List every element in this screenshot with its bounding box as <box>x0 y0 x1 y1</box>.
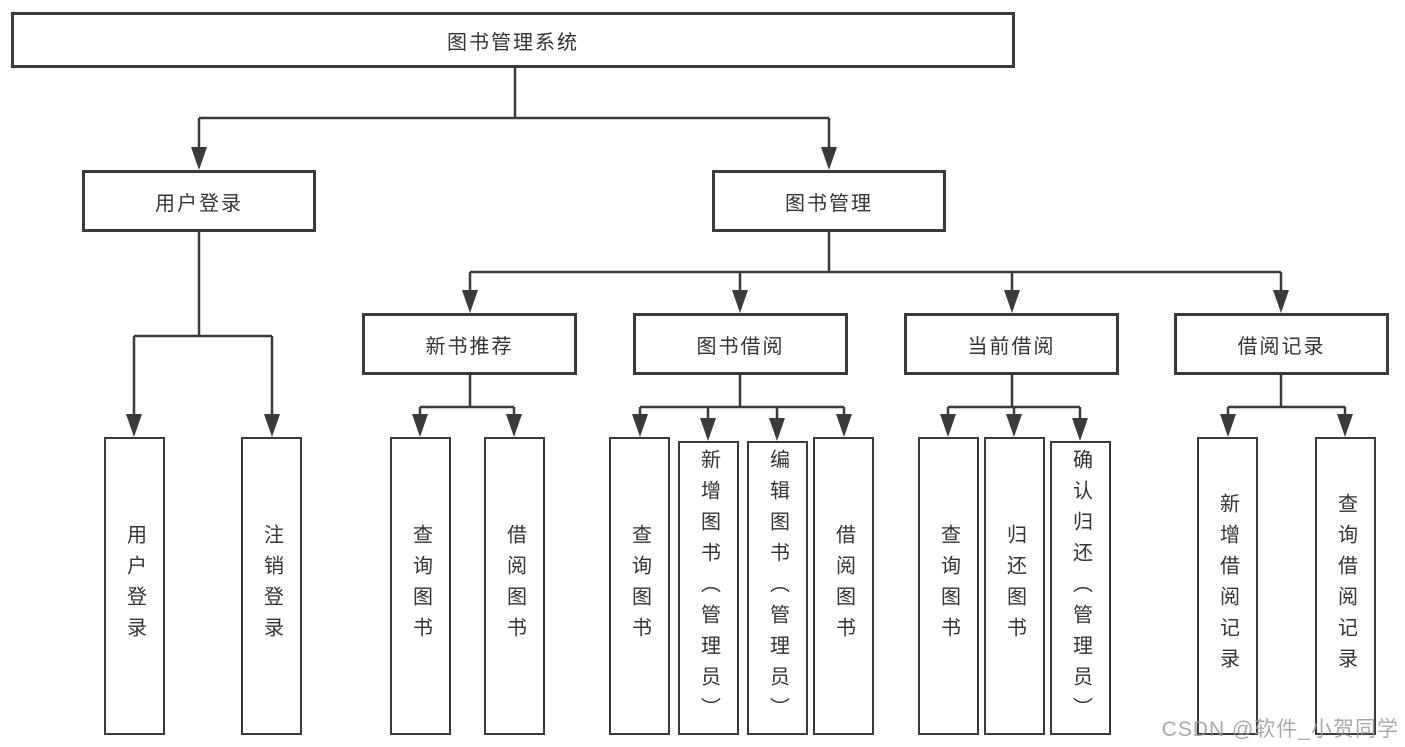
node-user-login: 用户登录 <box>82 170 316 232</box>
connector-borrow-to-leaves <box>638 375 846 419</box>
leaf-query-books-current: 查询图书 <box>918 437 979 735</box>
leaf-query-borrow-record: 查询借阅记录 <box>1315 437 1376 735</box>
leaf-user-login-label: 用户登录 <box>123 524 146 648</box>
connector-current-to-leaves <box>946 375 1082 419</box>
leaf-confirm-return-admin-label: 确认归还（管理员） <box>1069 448 1092 728</box>
leaf-borrow-books-recommend-label: 借阅图书 <box>503 524 526 648</box>
leaf-edit-book-admin: 编辑图书（管理员） <box>747 441 808 735</box>
leaf-logout-label: 注销登录 <box>260 524 283 648</box>
leaf-user-login: 用户登录 <box>104 437 165 735</box>
connector-login-to-leaves <box>132 232 274 415</box>
leaf-borrow-books-recommend: 借阅图书 <box>484 437 545 735</box>
leaf-return-book-label: 归还图书 <box>1003 524 1026 648</box>
leaf-add-book-admin-label: 新增图书（管理员） <box>697 448 720 728</box>
leaf-borrow-books-borrowing: 借阅图书 <box>813 437 874 735</box>
leaf-add-borrow-record: 新增借阅记录 <box>1197 437 1258 735</box>
node-borrowing-records: 借阅记录 <box>1174 313 1389 375</box>
leaf-borrow-books-borrowing-label: 借阅图书 <box>832 524 855 648</box>
connector-newbook-to-leaves <box>418 375 516 415</box>
node-book-borrowing: 图书借阅 <box>633 313 848 375</box>
leaf-add-book-admin: 新增图书（管理员） <box>678 441 739 735</box>
leaf-query-borrow-record-label: 查询借阅记录 <box>1334 493 1357 679</box>
leaf-return-book: 归还图书 <box>984 437 1045 735</box>
leaf-add-borrow-record-label: 新增借阅记录 <box>1216 493 1239 679</box>
leaf-confirm-return-admin: 确认归还（管理员） <box>1050 441 1111 735</box>
node-current-borrowing: 当前借阅 <box>904 313 1119 375</box>
leaf-query-books-current-label: 查询图书 <box>937 524 960 648</box>
leaf-logout: 注销登录 <box>241 437 302 735</box>
leaf-query-books-borrowing: 查询图书 <box>609 437 670 735</box>
leaf-edit-book-admin-label: 编辑图书（管理员） <box>766 448 789 728</box>
connector-root-to-level2 <box>197 67 831 148</box>
node-library-management-system: 图书管理系统 <box>11 12 1015 68</box>
node-new-book-recommendation: 新书推荐 <box>362 313 577 375</box>
connector-records-to-leaves <box>1226 375 1347 415</box>
node-book-management: 图书管理 <box>712 170 946 232</box>
leaf-query-books-recommend: 查询图书 <box>390 437 451 735</box>
leaf-query-books-recommend-label: 查询图书 <box>409 524 432 648</box>
connector-mgmt-to-level3 <box>468 232 1283 291</box>
leaf-query-books-borrowing-label: 查询图书 <box>628 524 651 648</box>
